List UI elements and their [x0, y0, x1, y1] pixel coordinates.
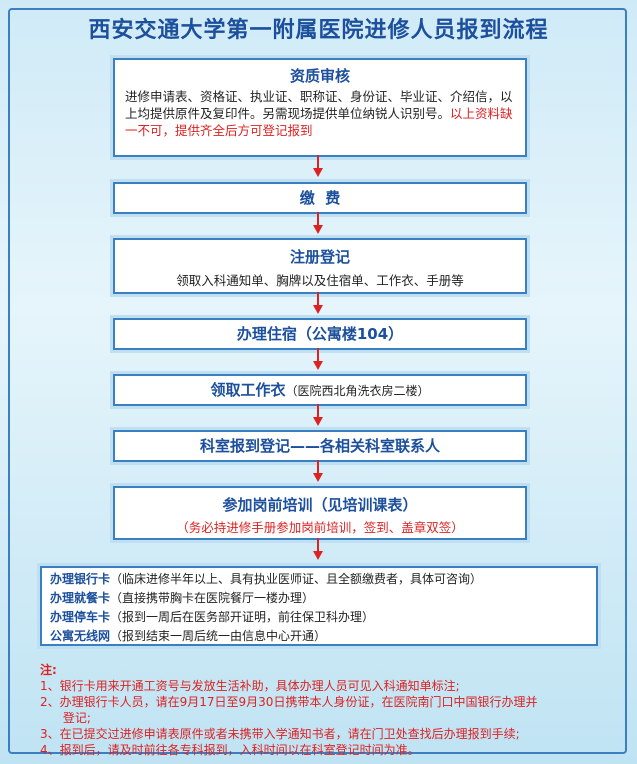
- notes-title: 注:: [40, 663, 57, 677]
- step-uniform-heading: 领取工作衣: [210, 381, 286, 399]
- service-detail: （报到一周后在医务部开证明，前往保卫科办理）: [110, 610, 375, 624]
- step-training-warning: （务必持进修手册参加岗前培训，签到、盖章双签）: [176, 520, 464, 535]
- step-training: 参加岗前培训（见培训课表） （务必持进修手册参加岗前培训，签到、盖章双签）: [113, 486, 527, 540]
- note-item: 2、办理银行卡人员，请在9月17日至9月30日携带本人身份证，在医院南门口中国银…: [40, 695, 538, 709]
- service-label: 办理银行卡: [50, 572, 111, 586]
- arrow-down-icon: [313, 417, 323, 426]
- arrow-down-icon: [313, 551, 323, 560]
- note-item: 3、在已提交过进修申请表原件或者未携带入学通知书者，请在门卫处查找后办理报到手续…: [40, 727, 520, 741]
- arrow-line: [317, 460, 319, 474]
- step-uniform-detail: （医院西北角洗衣房二楼）: [285, 384, 430, 398]
- step-department: 科室报到登记——各相关科室联系人: [113, 430, 527, 462]
- step-registration: 注册登记 领取入科通知单、胸牌以及住宿单、工作衣、手册等: [113, 238, 527, 294]
- step-payment-heading: 缴 费: [299, 189, 341, 207]
- step-department-heading: 科室报到登记——各相关科室联系人: [199, 437, 440, 455]
- step-registration-body: 领取入科通知单、胸牌以及住宿单、工作衣、手册等: [176, 273, 464, 288]
- arrow-line: [317, 212, 319, 226]
- step-payment: 缴 费: [113, 182, 527, 214]
- step-qualification-heading: 资质审核: [289, 67, 350, 85]
- qualification-warning: 以上资料缺一不可，提供齐全后方可登记报到: [125, 106, 513, 138]
- step-housing: 办理住宿（公寓楼104）: [113, 318, 527, 350]
- notes-section: 注: 1、银行卡用来开通工资号与发放生活补助，具体办理人员可见入科通知单标注; …: [40, 662, 537, 758]
- outer-frame: [8, 8, 627, 754]
- step-housing-heading: 办理住宿（公寓楼104）: [236, 325, 404, 343]
- step-training-heading: 参加岗前培训（见培训课表）: [222, 496, 418, 514]
- services-box: 办理银行卡（临床进修半年以上、具有执业医师证、且全额缴费者，具体可咨询） 办理就…: [40, 566, 598, 646]
- step-uniform-row: 领取工作衣（医院西北角洗衣房二楼）: [115, 376, 525, 405]
- service-parking-card: 办理停车卡（报到一周后在医务部开证明，前往保卫科办理）: [50, 608, 588, 627]
- service-label: 公寓无线网: [50, 629, 111, 643]
- step-qualification: 资质审核 进修申请表、资格证、执业证、职称证、身份证、毕业证、介绍信，以上均提供…: [113, 58, 527, 157]
- step-uniform: 领取工作衣（医院西北角洗衣房二楼）: [113, 374, 527, 406]
- service-detail: （报到结束一周后统一由信息中心开通）: [110, 629, 327, 643]
- arrow-line: [317, 404, 319, 418]
- arrow-line: [317, 538, 319, 552]
- arrow-line: [317, 155, 319, 169]
- service-bank-card: 办理银行卡（临床进修半年以上、具有执业医师证、且全额缴费者，具体可咨询）: [50, 570, 588, 589]
- arrow-down-icon: [313, 225, 323, 234]
- page-title: 西安交通大学第一附属医院进修人员报到流程: [88, 18, 549, 43]
- service-detail: （临床进修半年以上、具有执业医师证、且全额缴费者，具体可咨询）: [110, 572, 483, 586]
- note-item: 1、银行卡用来开通工资号与发放生活补助，具体办理人员可见入科通知单标注;: [40, 679, 460, 693]
- arrow-down-icon: [313, 168, 323, 177]
- service-wifi: 公寓无线网（报到结束一周后统一由信息中心开通）: [50, 627, 588, 646]
- arrow-down-icon: [313, 305, 323, 314]
- service-label: 办理停车卡: [50, 610, 111, 624]
- arrow-line: [317, 292, 319, 306]
- arrow-down-icon: [313, 473, 323, 482]
- step-qualification-body: 进修申请表、资格证、执业证、职称证、身份证、毕业证、介绍信，以上均提供原件及复印…: [115, 86, 525, 141]
- service-label: 办理就餐卡: [50, 591, 111, 605]
- step-registration-heading: 注册登记: [289, 248, 350, 266]
- arrow-down-icon: [313, 361, 323, 370]
- service-detail: （直接携带胸卡在医院餐厅一楼办理）: [110, 591, 315, 605]
- note-item: 登记;: [40, 711, 91, 725]
- note-item: 4、报到后，请及时前往各专科报到，入科时间以在科室登记时间为准。: [40, 743, 420, 757]
- service-meal-card: 办理就餐卡（直接携带胸卡在医院餐厅一楼办理）: [50, 589, 588, 608]
- qualification-text: 进修申请表、资格证、执业证、职称证、身份证、毕业证、介绍信，以上均提供原件及复印…: [125, 89, 513, 121]
- arrow-line: [317, 348, 319, 362]
